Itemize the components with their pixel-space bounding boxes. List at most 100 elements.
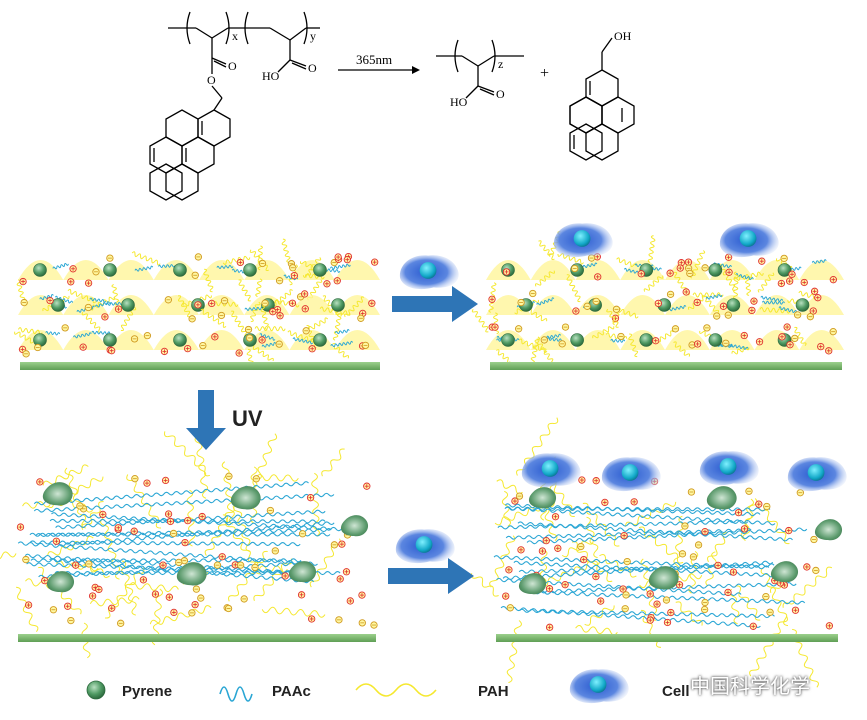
cell-icon-top-attached-2 [720,223,779,257]
pyrene-bead [640,334,653,347]
pah-chain [150,605,212,627]
released-pyrene-void [707,486,737,509]
released-pyrene-void [529,487,556,508]
substrate-layer [490,362,842,370]
ester-carbonyl-o: O [228,59,237,73]
uv-label: UV [232,406,263,431]
legend-pyrene-label: Pyrene [122,683,172,700]
subscript-x: x [232,29,238,43]
panel-before-uv [14,239,380,371]
released-pyrene-void [43,482,73,505]
pyrene-bead [174,334,187,347]
released-pyrene-void [47,571,74,592]
substrate-layer [20,362,380,370]
reaction-labels: x y z O O HO O HO O OH 365nm + [207,29,632,109]
pyrene-bead [34,334,47,347]
pah-chain [472,308,490,333]
substrate-layer [18,634,376,642]
paac-chain [498,520,748,529]
pyrene-bead [502,334,515,347]
cell-icon-top [400,255,459,289]
pah-chain [470,571,501,598]
pah-chain [237,279,253,302]
ester-oxygen: O [207,73,216,87]
pah-chain [255,327,285,331]
pah-chain [308,317,328,331]
reaction-scheme [150,12,634,200]
pah-chain [320,447,347,478]
pyrene-bead [104,264,117,277]
released-pyrene-void [341,515,368,536]
pah-chain [493,313,498,334]
pah-chain [262,606,325,617]
cell-icon-top-attached-1 [554,223,613,257]
pah-chain [598,553,638,578]
panel-after-uv [0,429,377,658]
released-pyrene-void [177,562,207,585]
pyrene-bead [709,334,722,347]
released-pyrene-void [771,561,798,582]
pah-chain [575,625,617,635]
legend-cell-icon [570,669,629,703]
pyrene-bead [727,299,740,312]
pah-chain [333,313,342,340]
subscript-z: z [498,57,503,71]
released-pyrene-void [815,519,842,540]
pyrene-bead [314,264,327,277]
pah-chain [13,586,39,633]
pah-chain [0,551,16,562]
pah-chain [255,279,262,297]
acid-carbonyl-o: O [308,61,317,75]
pyrenemethanol-molecule [570,38,634,160]
pyrene-bead [709,264,722,277]
pyrene-bead [314,334,327,347]
legend-pah-icon [356,684,436,696]
panel-after-uv-with-cells [470,416,842,689]
wavelength-label: 365nm [356,52,392,67]
legend-pyrene-icon [87,681,105,699]
legend-paac-icon [220,687,252,701]
pah-chain [281,239,291,263]
plus-sign: + [540,65,549,82]
product-polymer [436,40,524,98]
legend: Pyrene PAAc PAH Cell [87,669,690,703]
paac-chain [31,559,301,562]
pyrene-bead [34,264,47,277]
pyrene-bead [122,299,135,312]
cell-icon-bottom-attached-4 [788,457,847,491]
acid-hydroxyl: HO [262,69,280,83]
pyrene-bead [332,299,345,312]
pyrene-bead [796,299,809,312]
released-pyrene-void [519,573,546,594]
pah-chain [706,531,730,564]
cell-icon-bottom-attached-2 [602,457,661,491]
released-pyrene-void [231,486,261,509]
product-hydroxyl: HO [450,95,468,109]
pyrene-bead [571,334,584,347]
legend-pah-label: PAH [478,683,509,700]
cell-icon-bottom-attached-3 [700,451,759,485]
subscript-y: y [310,29,316,43]
paac-chain [506,529,751,540]
paac-chain [53,263,69,270]
legend-cell-label: Cell [662,683,690,700]
cell-icon-bottom [396,529,455,563]
pyrene-molecule-left [150,110,230,200]
paac-chain [34,482,308,506]
pyrene-bead [244,264,257,277]
arrow-right-bottom [388,558,474,594]
arrow-right-top [392,286,478,322]
paac-chain [527,528,807,544]
pyrene-bead [174,264,187,277]
pyrene-bead [104,334,117,347]
pah-chain [252,557,293,603]
watermark-text: 中国科学化学 [690,668,860,700]
pah-chain [256,475,298,482]
pah-chain [495,349,512,363]
substrate-layer [496,634,838,642]
methanol-oh: OH [614,29,632,43]
pah-chain [506,620,522,683]
panel-before-uv-with-cells [472,231,844,370]
paac-chain [501,606,761,627]
